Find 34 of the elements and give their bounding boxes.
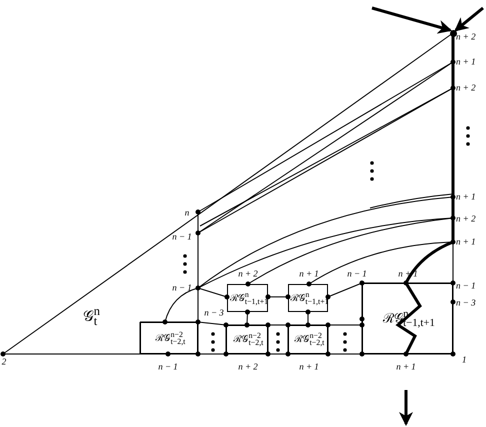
edge-line <box>306 310 310 328</box>
vertex-label: n − 1 <box>158 362 178 372</box>
edge-line <box>266 294 290 300</box>
subgraph-box <box>288 284 328 312</box>
vertex-label: n − 3 <box>204 308 224 318</box>
arrow <box>372 6 452 34</box>
vertex-label: n + 2 <box>238 362 258 372</box>
subgraph-box <box>140 322 198 354</box>
vertex-label: n + 1 <box>456 238 476 246</box>
vertex-label: n + 1 <box>456 192 476 202</box>
edge-line <box>244 310 250 328</box>
vertex-label: 2 <box>2 358 6 366</box>
vertex-label: n − 1 <box>172 232 192 242</box>
vertex-label: n + 1 <box>299 362 319 372</box>
arrow <box>454 6 484 32</box>
vertex-label: n + 2 <box>456 214 476 224</box>
vertex-label: n + 2 <box>238 270 258 278</box>
vertex-label: n − 1 <box>172 284 192 292</box>
subgraph-box <box>362 283 453 354</box>
vertex-label: 1 <box>462 356 466 364</box>
vertex-label: n + 1 <box>456 58 476 66</box>
vertex-label: n − 1 <box>347 270 367 278</box>
subgraph-box <box>226 325 268 354</box>
vertex-label: n − 1 <box>456 282 476 290</box>
vertex-label: n − 3 <box>456 298 476 308</box>
vertex-label: n + 2 <box>456 32 476 42</box>
vertex-label: n + 1 <box>396 362 416 372</box>
edge-line <box>326 280 364 300</box>
subgraph-box <box>227 284 268 312</box>
vertex-label: n + 1 <box>299 270 319 278</box>
vertex-label: n + 1 <box>398 270 418 278</box>
vertex-label: n <box>184 208 190 218</box>
vertex-label: n + 2 <box>456 84 476 92</box>
subgraph-box <box>288 325 328 354</box>
